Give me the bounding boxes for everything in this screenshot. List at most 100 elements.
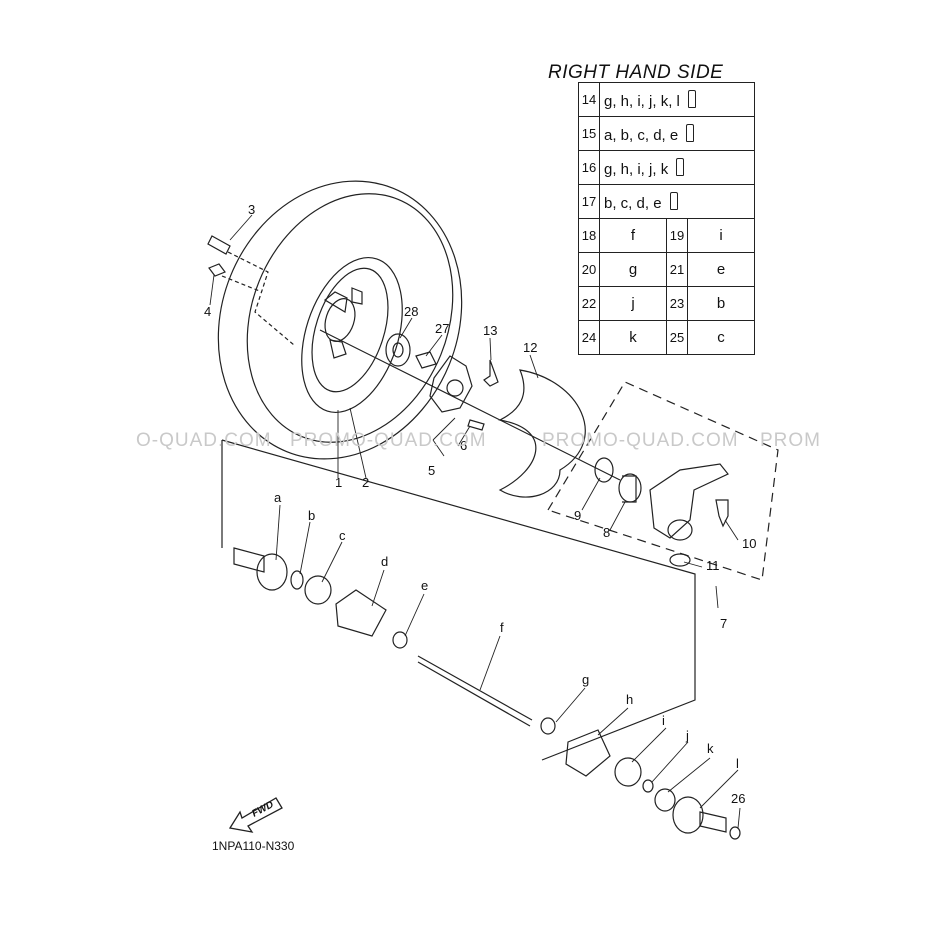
row-number: 25: [666, 320, 688, 355]
table-row: 14 g, h, i, j, k, l: [578, 82, 755, 117]
label-f: f: [500, 620, 504, 635]
label-d: d: [381, 554, 388, 569]
watermark-text: O-QUAD.COM: [136, 430, 272, 451]
label-9: 9: [574, 508, 581, 523]
circlip-b: [290, 570, 304, 590]
diagram-code: 1NPA110-N330: [212, 839, 295, 853]
label-b: b: [308, 508, 315, 523]
boot-band-e: [392, 631, 408, 649]
row-letter: e: [687, 252, 755, 287]
steering-knuckle: [649, 463, 729, 541]
hub-axis-line: [319, 329, 621, 481]
hub-stud: [467, 419, 485, 431]
circlip-j: [642, 779, 654, 793]
label-h: h: [626, 692, 633, 707]
knuckle-dashed-box: [547, 381, 779, 581]
grease-tube-icon: [676, 157, 685, 176]
label-a: a: [274, 490, 282, 505]
row-number: 22: [578, 286, 600, 321]
circlip-26: [729, 826, 741, 840]
label-6: 6: [460, 438, 467, 453]
label-2: 2: [362, 475, 369, 490]
label-k: k: [707, 741, 714, 756]
table-row: 18 f 19 i: [578, 218, 755, 253]
table-row: 16 g, h, i, j, k: [578, 150, 755, 185]
label-5: 5: [428, 463, 435, 478]
boot-band-g: [540, 717, 556, 735]
washer: [669, 553, 691, 567]
tire: [217, 180, 463, 460]
table-row: 22 j 23 b: [578, 286, 755, 321]
row-number: 23: [666, 286, 688, 321]
row-letters: g, h, i, j, k, l: [599, 82, 755, 117]
label-26: 26: [731, 791, 745, 806]
row-number: 16: [578, 150, 600, 185]
table-title: RIGHT HAND SIDE: [548, 62, 724, 83]
watermark-text: PROMO-QUAD.COM: [542, 430, 739, 451]
label-i: i: [662, 713, 665, 728]
row-letter: j: [599, 286, 667, 321]
boot-band-c: [304, 575, 332, 605]
label-g: g: [582, 672, 589, 687]
brake-disc: [498, 369, 586, 498]
valve-stem: [207, 235, 295, 346]
table-row: 17 b, c, d, e: [578, 184, 755, 219]
label-e: e: [421, 578, 428, 593]
row-letter: i: [687, 218, 755, 253]
row-number: 14: [578, 82, 600, 117]
label-27: 27: [435, 321, 449, 336]
row-letters: a, b, c, d, e: [599, 116, 755, 151]
row-letter: f: [599, 218, 667, 253]
row-letters: b, c, d, e: [599, 184, 755, 219]
label-7: 7: [720, 616, 727, 631]
o-ring-k: [654, 788, 676, 812]
cv-boot-h: [565, 729, 611, 777]
grease-tube-icon: [687, 89, 696, 108]
label-11: 11: [706, 558, 720, 573]
outer-cv-joint: [233, 547, 288, 591]
row-number: 17: [578, 184, 600, 219]
hub-bolt: [483, 359, 499, 387]
row-number: 18: [578, 218, 600, 253]
label-28: 28: [404, 304, 418, 319]
row-number: 19: [666, 218, 688, 253]
label-l: l: [736, 756, 739, 771]
fwd-arrow-icon: FWD: [228, 797, 283, 833]
row-letter: b: [687, 286, 755, 321]
table-row: 15 a, b, c, d, e: [578, 116, 755, 151]
label-8: 8: [603, 525, 610, 540]
label-12: 12: [523, 340, 537, 355]
row-letter: c: [687, 320, 755, 355]
wheel-rim: [301, 256, 403, 414]
wheel-hub: [429, 355, 473, 413]
bearing: [385, 333, 411, 367]
label-c: c: [339, 528, 346, 543]
callout-labels: 1 2 3 4 5 6 7 8 9 10 11 12 13 26 27 28 a…: [204, 202, 756, 806]
label-j: j: [685, 728, 689, 743]
row-letters: g, h, i, j, k: [599, 150, 755, 185]
hub-nut: [415, 351, 437, 369]
label-13: 13: [483, 323, 497, 338]
row-letter: g: [599, 252, 667, 287]
circlip: [594, 457, 614, 483]
cv-boot-d: [335, 589, 387, 637]
label-1: 1: [335, 475, 342, 490]
knuckle-bearing: [618, 473, 642, 503]
row-letter: k: [599, 320, 667, 355]
watermark-text: PROMO-QUAD.COM: [290, 430, 487, 451]
row-number: 20: [578, 252, 600, 287]
row-number: 24: [578, 320, 600, 355]
boot-band-i: [614, 757, 642, 787]
label-3: 3: [248, 202, 255, 217]
watermark-text: PROM: [760, 430, 821, 451]
drive-shaft-f: [417, 655, 533, 727]
label-4: 4: [204, 304, 211, 319]
driveshaft-bracket-line: [221, 439, 696, 761]
reference-table: 14 g, h, i, j, k, l 15 a, b, c, d, e 16 …: [578, 82, 755, 355]
row-number: 21: [666, 252, 688, 287]
table-row: 20 g 21 e: [578, 252, 755, 287]
label-10: 10: [742, 536, 756, 551]
table-row: 24 k 25 c: [578, 320, 755, 355]
inner-cv-joint: [672, 796, 727, 834]
